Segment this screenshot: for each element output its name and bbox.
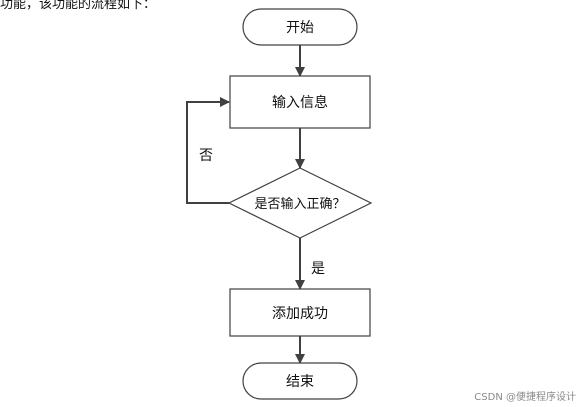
add-success-label: 添加成功 [272, 306, 328, 322]
start-label: 开始 [286, 20, 314, 36]
input-process-box [229, 75, 371, 129]
watermark: CSDN @便捷程序设计 [474, 392, 576, 403]
yes-branch-label: 是 [311, 261, 325, 277]
decision-label: 是否输入正确？ [254, 196, 345, 212]
cut-off-top-text: 功能，该功能的流程如下： [0, 0, 157, 12]
no-loop-line [186, 97, 230, 204]
no-branch-label: 否 [199, 148, 213, 164]
add-success-box [229, 288, 371, 337]
end-label: 结束 [286, 374, 314, 390]
input-process-label: 输入信息 [272, 94, 328, 111]
end-terminal [242, 362, 358, 400]
